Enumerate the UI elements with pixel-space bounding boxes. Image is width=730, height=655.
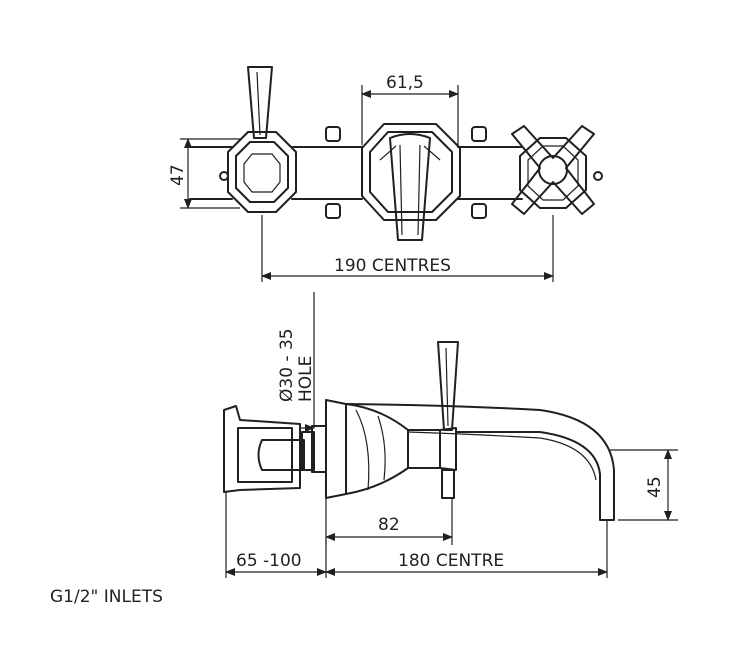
dim-label-61-5: 61,5 bbox=[386, 73, 424, 93]
dim-label-hole-size: Ø30 - 35 bbox=[277, 328, 297, 402]
dim-label-47: 47 bbox=[168, 164, 188, 186]
dim-label-wall-depth: 65 -100 bbox=[236, 551, 302, 571]
dim-label-82: 82 bbox=[378, 515, 400, 535]
wall-body bbox=[223, 405, 327, 493]
dim-bottom: 65 -100 180 CENTRE bbox=[225, 492, 608, 578]
side-view: Ø30 - 35 HOLE 82 45 65 -100 180 CENTRE bbox=[223, 292, 678, 578]
dim-label-hole-word: HOLE bbox=[296, 356, 316, 402]
front-view: 61,5 47 190 CENTRES bbox=[168, 66, 603, 282]
dim-hole: Ø30 - 35 HOLE bbox=[277, 292, 316, 432]
dim-label-45: 45 bbox=[645, 476, 665, 498]
dim-label-180-centre: 180 CENTRE bbox=[398, 551, 504, 571]
dim-centres: 190 CENTRES bbox=[261, 215, 554, 282]
dim-label-190-centres: 190 CENTRES bbox=[334, 256, 451, 276]
center-spout-body bbox=[361, 123, 461, 241]
dim-plate-height: 47 bbox=[168, 138, 240, 209]
inlets-note: G1/2" INLETS bbox=[50, 587, 163, 607]
dim-handle-depth: 82 bbox=[325, 498, 453, 545]
right-cross-handle bbox=[511, 125, 603, 215]
dim-spout-width: 61,5 bbox=[361, 73, 459, 145]
spout-side bbox=[325, 341, 615, 521]
fixing-clips bbox=[325, 126, 487, 219]
dim-spout-drop: 45 bbox=[610, 449, 678, 521]
left-lever-handle bbox=[219, 66, 297, 213]
